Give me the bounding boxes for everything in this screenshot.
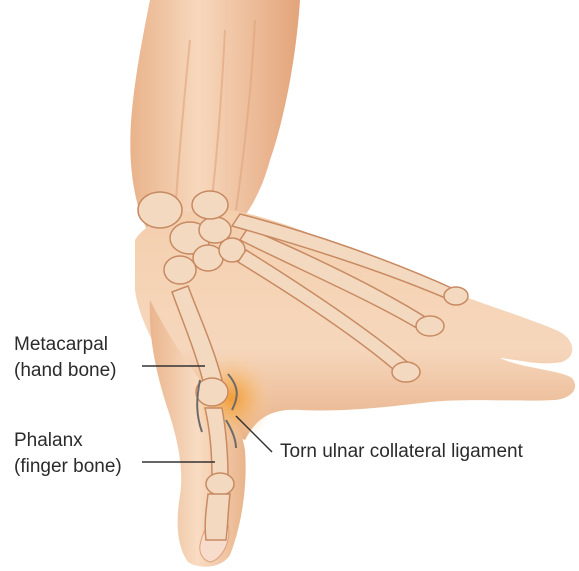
phalanx-label-line1: Phalanx [14,428,122,454]
distal-phalanx-bone [205,494,230,540]
ligament-label-text: Torn ulnar collateral ligament [280,441,523,462]
phalanx-label: Phalanx (finger bone) [14,428,122,480]
phalanx-label-line2: (finger bone) [14,454,122,480]
metacarpal-label-line1: Metacarpal [14,332,116,358]
metacarpal-label: Metacarpal (hand bone) [14,332,116,384]
metacarpal-label-line2: (hand bone) [14,358,116,384]
ligament-label: Torn ulnar collateral ligament [280,439,523,465]
